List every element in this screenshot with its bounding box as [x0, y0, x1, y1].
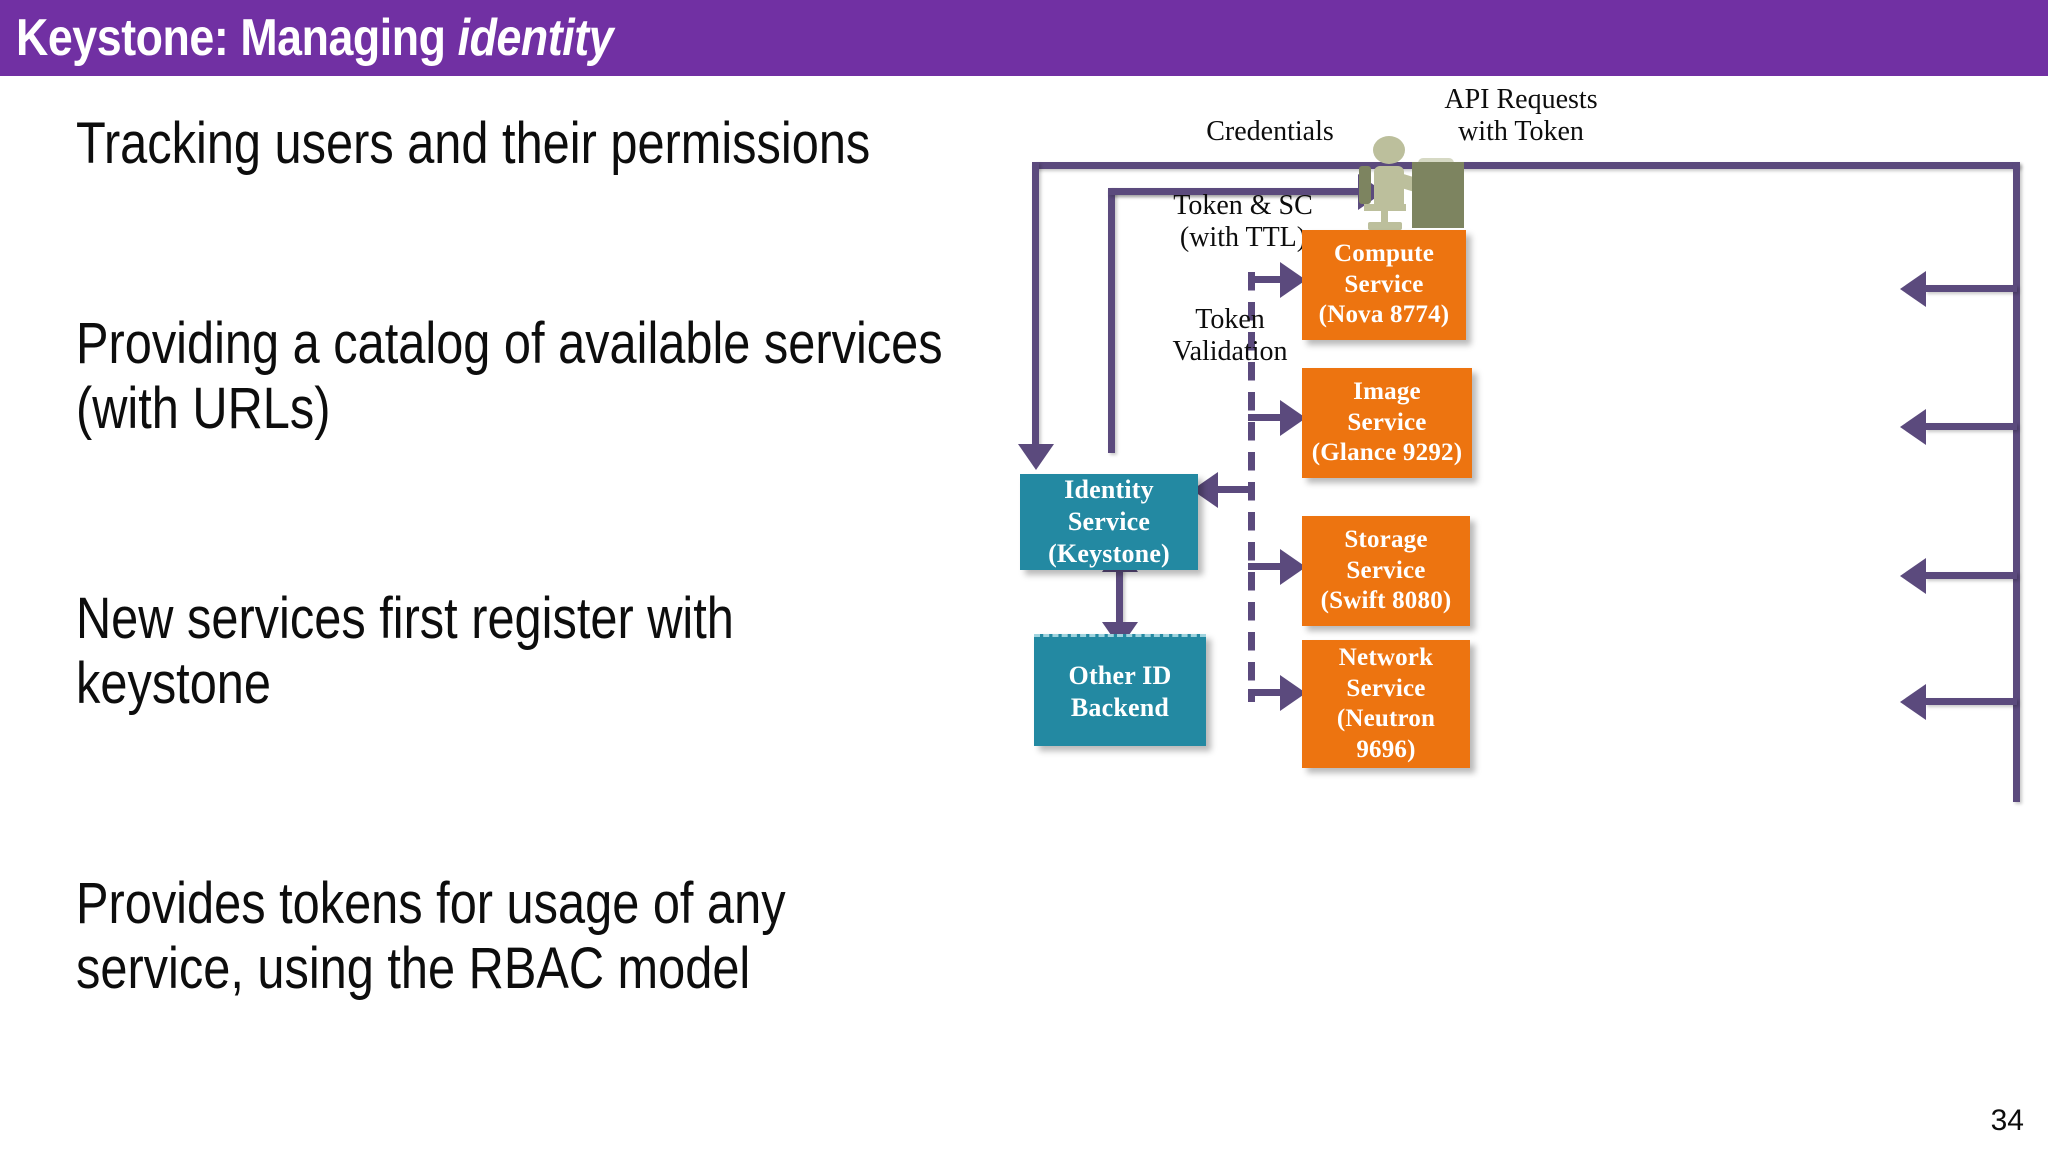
image-return-line	[1925, 423, 2017, 430]
service-box-storage[interactable]: Storage Service (Swift 8080)	[1302, 516, 1470, 626]
chair-stem-shape	[1381, 210, 1388, 224]
chair-seat-shape	[1364, 204, 1406, 211]
label-api-requests: API Requests with Token	[1444, 84, 1598, 147]
bullet-item-3: New services first register with keyston…	[76, 586, 734, 716]
title-italic-text: identity	[457, 9, 614, 67]
slide-title-bar: Keystone: Managing identity	[0, 0, 2048, 76]
chair-foot-shape	[1368, 222, 1402, 230]
network-validate-stub	[1248, 689, 1286, 696]
storage-return-line	[1925, 572, 2017, 579]
compute-validate-stub	[1248, 276, 1286, 283]
network-return-line	[1925, 698, 2017, 705]
token-sc-left-line	[1108, 188, 1115, 453]
token-sc-run	[1108, 188, 1363, 195]
label-credentials: Credentials	[1206, 116, 1334, 147]
chair-back-shape	[1359, 166, 1371, 204]
compute-return-arrowhead	[1900, 271, 1926, 307]
desk-tower-shape	[1412, 162, 1464, 228]
storage-validate-arrowhead	[1280, 549, 1306, 585]
identity-service-box[interactable]: Identity Service (Keystone)	[1020, 474, 1198, 570]
service-box-network[interactable]: Network Service (Neutron 9696)	[1302, 640, 1470, 768]
image-validate-stub	[1248, 414, 1286, 421]
token-validation-spine	[1248, 272, 1255, 702]
keystone-architecture-diagram: Credentials API Requests with Token Toke…	[1018, 76, 2048, 1086]
outer-loop-top-line	[1032, 162, 2020, 169]
storage-return-arrowhead	[1900, 558, 1926, 594]
title-main-text: Keystone: Managing	[16, 9, 458, 67]
network-return-arrowhead	[1900, 684, 1926, 720]
storage-validate-stub	[1248, 563, 1286, 570]
label-token-validation: Token Validation	[1172, 304, 1288, 367]
service-return-spine	[2013, 162, 2020, 802]
other-id-backend-box[interactable]: Other ID Backend	[1034, 634, 1206, 746]
compute-return-line	[1925, 285, 2017, 292]
service-box-compute[interactable]: Compute Service (Nova 8774)	[1302, 230, 1466, 340]
bullet-item-1: Tracking users and their permissions	[76, 111, 871, 176]
label-token-sc: Token & SC (with TTL)	[1173, 190, 1313, 253]
identity-validate-stub	[1216, 486, 1250, 493]
compute-validate-arrowhead	[1280, 262, 1306, 298]
image-validate-arrowhead	[1280, 400, 1306, 436]
network-validate-arrowhead	[1280, 675, 1306, 711]
credentials-arrowhead-down	[1018, 444, 1054, 470]
user-at-desk-icon	[1359, 122, 1480, 232]
page-title: Keystone: Managing identity	[16, 8, 614, 68]
bullet-item-2: Providing a catalog of available service…	[76, 311, 943, 441]
bullet-item-4: Provides tokens for usage of any service…	[76, 871, 786, 1001]
outer-loop-left-line	[1032, 162, 1039, 452]
user-head-shape	[1373, 136, 1405, 164]
service-box-image[interactable]: Image Service (Glance 9292)	[1302, 368, 1472, 478]
image-return-arrowhead	[1900, 409, 1926, 445]
identity-backend-line	[1116, 568, 1123, 630]
page-number: 34	[1990, 1104, 2024, 1137]
